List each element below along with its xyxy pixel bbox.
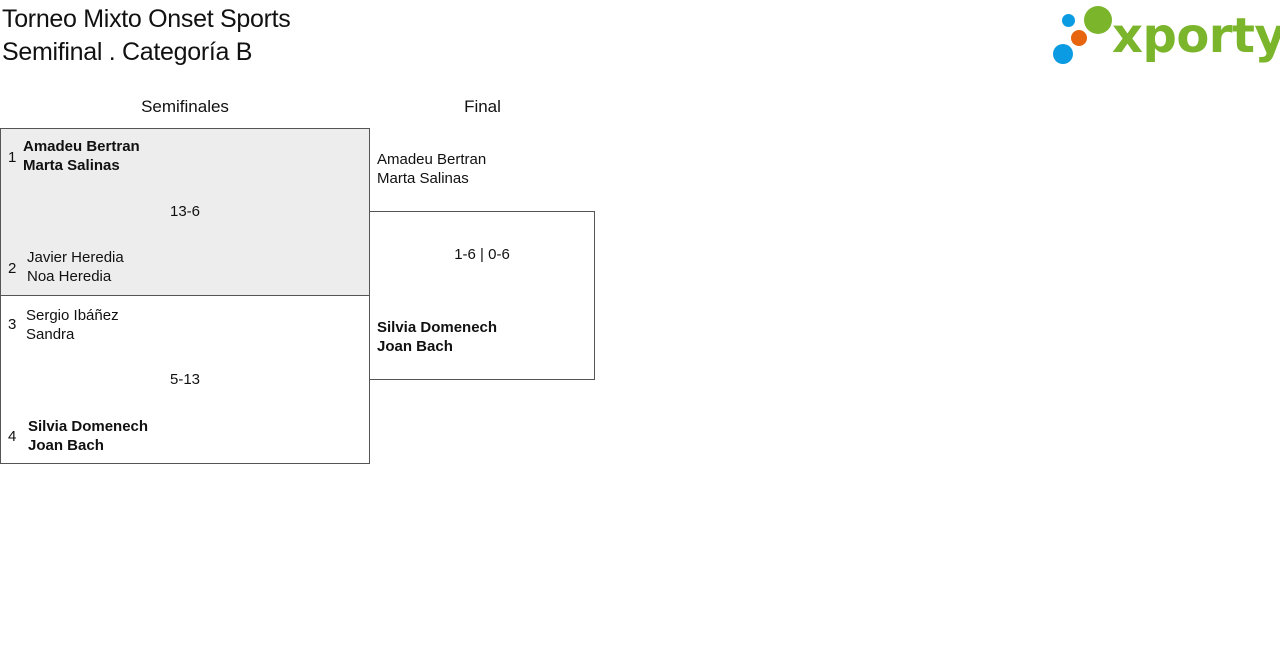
round-category: Semifinal . Categoría B <box>2 38 253 66</box>
team-entry: Javier Heredia Noa Heredia <box>27 248 124 286</box>
page-title: Torneo Mixto Onset Sports Semifinal . Ca… <box>2 3 291 69</box>
player-name: Joan Bach <box>28 437 104 454</box>
player-name: Silvia Domenech <box>377 319 498 336</box>
final-team-top: Amadeu Bertran Marta Salinas <box>377 150 486 188</box>
semifinal-match-2[interactable]: 3 Sergio Ibáñez Sandra 5-13 4 Silvia Dom… <box>0 295 370 464</box>
player-name: Marta Salinas <box>377 170 469 187</box>
logo-dot-blue-large <box>1053 44 1073 64</box>
player-name: Silvia Domenech <box>28 418 149 435</box>
seed-number: 1 <box>8 149 17 166</box>
tournament-name: Torneo Mixto Onset Sports <box>2 5 291 33</box>
player-name: Amadeu Bertran <box>23 138 140 155</box>
semifinal-match-1[interactable]: 1 Amadeu Bertran Marta Salinas 13-6 2 Ja… <box>0 128 370 296</box>
column-header-final: Final <box>464 97 501 116</box>
player-name: Amadeu Bertran <box>377 151 487 168</box>
final-team-bottom: Silvia Domenech Joan Bach <box>377 318 497 356</box>
logo-dot-green <box>1084 6 1112 34</box>
player-name: Noa Heredia <box>27 268 112 285</box>
team-entry: Sergio Ibáñez Sandra <box>26 306 119 344</box>
final-match[interactable]: 1-6 | 0-6 Silvia Domenech Joan Bach <box>369 211 595 380</box>
xporty-logo: xporty <box>1050 4 1280 68</box>
player-name: Sergio Ibáñez <box>26 307 119 324</box>
match-score: 5-13 <box>169 371 201 388</box>
seed-number: 3 <box>8 316 17 333</box>
player-name: Joan Bach <box>377 338 453 355</box>
match-score: 1-6 | 0-6 <box>454 246 510 263</box>
logo-dot-orange <box>1071 30 1087 46</box>
seed-number: 4 <box>8 428 17 445</box>
logo-wordmark: xporty <box>1112 8 1280 64</box>
player-name: Javier Heredia <box>27 249 124 266</box>
logo-dot-blue-small <box>1062 14 1075 27</box>
team-entry: Amadeu Bertran Marta Salinas <box>23 137 140 175</box>
match-score: 13-6 <box>169 203 201 220</box>
player-name: Marta Salinas <box>23 157 120 174</box>
team-entry: Silvia Domenech Joan Bach <box>28 417 148 455</box>
seed-number: 2 <box>8 260 17 277</box>
player-name: Sandra <box>26 326 75 343</box>
column-header-semifinals: Semifinales <box>141 97 229 116</box>
